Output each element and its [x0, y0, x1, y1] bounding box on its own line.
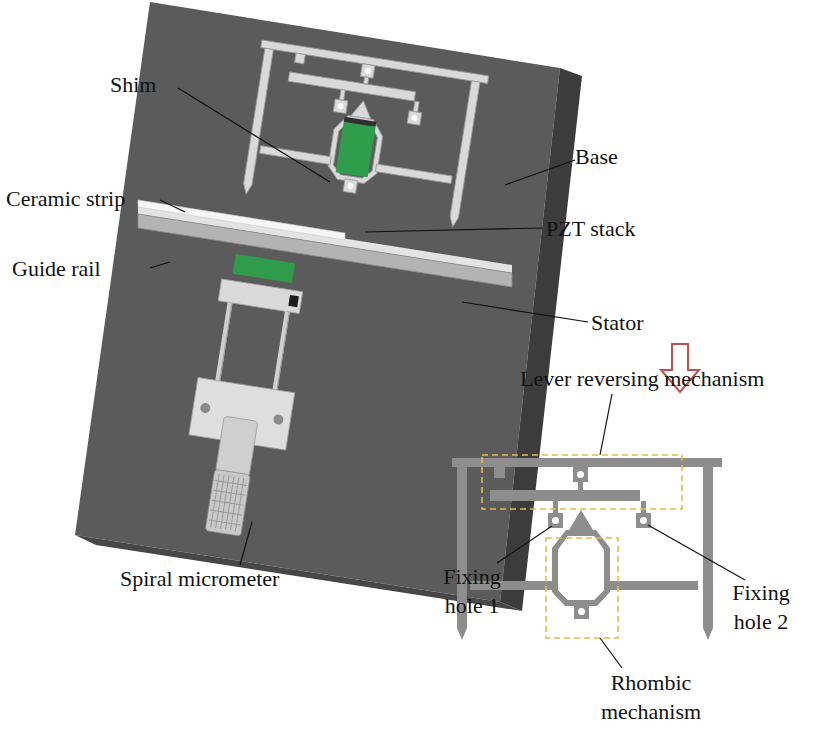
slider-carriage	[175, 251, 315, 541]
stator	[238, 40, 489, 229]
dashed-bracket	[482, 455, 682, 509]
part-label: PZT stack	[546, 214, 635, 243]
part-label: Shim	[110, 70, 156, 99]
part-label: Rhombic mechanism	[596, 668, 706, 726]
part-label: Fixing hole 2	[716, 578, 806, 636]
part-label: Stator	[591, 308, 644, 337]
ceramic-strip	[138, 200, 345, 240]
base-top	[75, 2, 560, 602]
slider-block	[233, 254, 295, 283]
part-label: Lever reversing mechanism	[520, 364, 764, 393]
guide-rail	[138, 214, 512, 287]
micrometer-knurl	[205, 469, 250, 536]
dashed-bracket	[546, 538, 618, 638]
part-label: Guide rail	[12, 254, 101, 283]
part-label: Base	[575, 142, 618, 171]
part-label: Ceramic strip	[6, 184, 125, 213]
pzt-stack	[336, 122, 376, 177]
part-label: Fixing hole 1	[430, 562, 514, 620]
micrometer-barrel	[216, 416, 258, 477]
part-label: Spiral micrometer	[120, 564, 279, 593]
shim	[344, 117, 377, 127]
